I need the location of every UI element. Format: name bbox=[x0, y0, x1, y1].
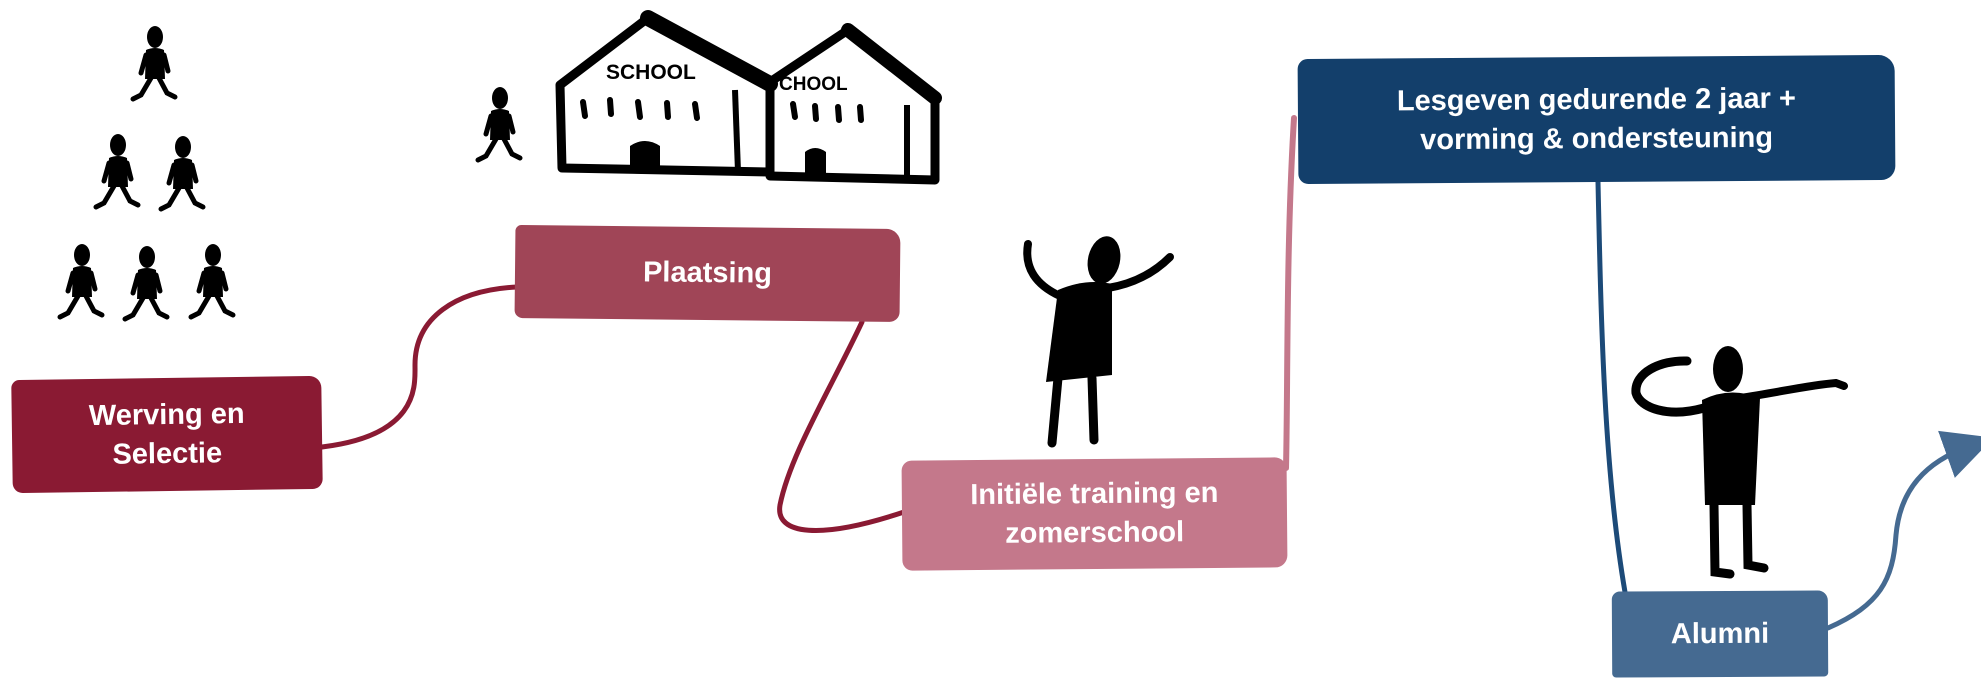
pointing-person-icon bbox=[1631, 346, 1848, 579]
step-initiele-line2: zomerschool bbox=[1005, 516, 1185, 550]
school-sign-2: CHOOL bbox=[779, 74, 848, 95]
step-lesgeven-line1: Lesgeven gedurende 2 jaar + bbox=[1396, 82, 1796, 118]
step-lesgeven-line2: vorming & ondersteuning bbox=[1420, 121, 1774, 156]
connector-plaatsing-initiele bbox=[777, 319, 907, 533]
step-alumni: Alumni bbox=[1611, 590, 1829, 678]
step-lesgeven: Lesgeven gedurende 2 jaar + vorming & on… bbox=[1297, 54, 1896, 185]
step-initiele-line1: Initiële training en bbox=[970, 477, 1219, 512]
people-pyramid-icon bbox=[60, 26, 233, 319]
step-alumni-label: Alumni bbox=[1670, 617, 1770, 650]
walking-person-icon bbox=[478, 87, 520, 160]
step-initiele-training: Initiële training en zomerschool bbox=[901, 457, 1288, 571]
step-werving-line2: Selectie bbox=[112, 436, 223, 471]
step-plaatsing-label: Plaatsing bbox=[642, 256, 773, 290]
connector-werving-plaatsing bbox=[319, 284, 520, 450]
step-werving-selectie: Werving en Selectie bbox=[11, 375, 323, 494]
school-buildings-icon: CHOOL SCHOOL bbox=[555, 10, 942, 185]
step-plaatsing: Plaatsing bbox=[514, 224, 901, 323]
connector-initiele-lesgeven bbox=[1283, 115, 1297, 471]
connector-lesgeven-alumni bbox=[1595, 179, 1628, 595]
cheering-person-icon bbox=[1023, 236, 1174, 448]
step-werving-line1: Werving en bbox=[88, 397, 245, 433]
arrow-alumni-out bbox=[1825, 430, 1981, 631]
school-sign-1: SCHOOL bbox=[606, 61, 696, 84]
